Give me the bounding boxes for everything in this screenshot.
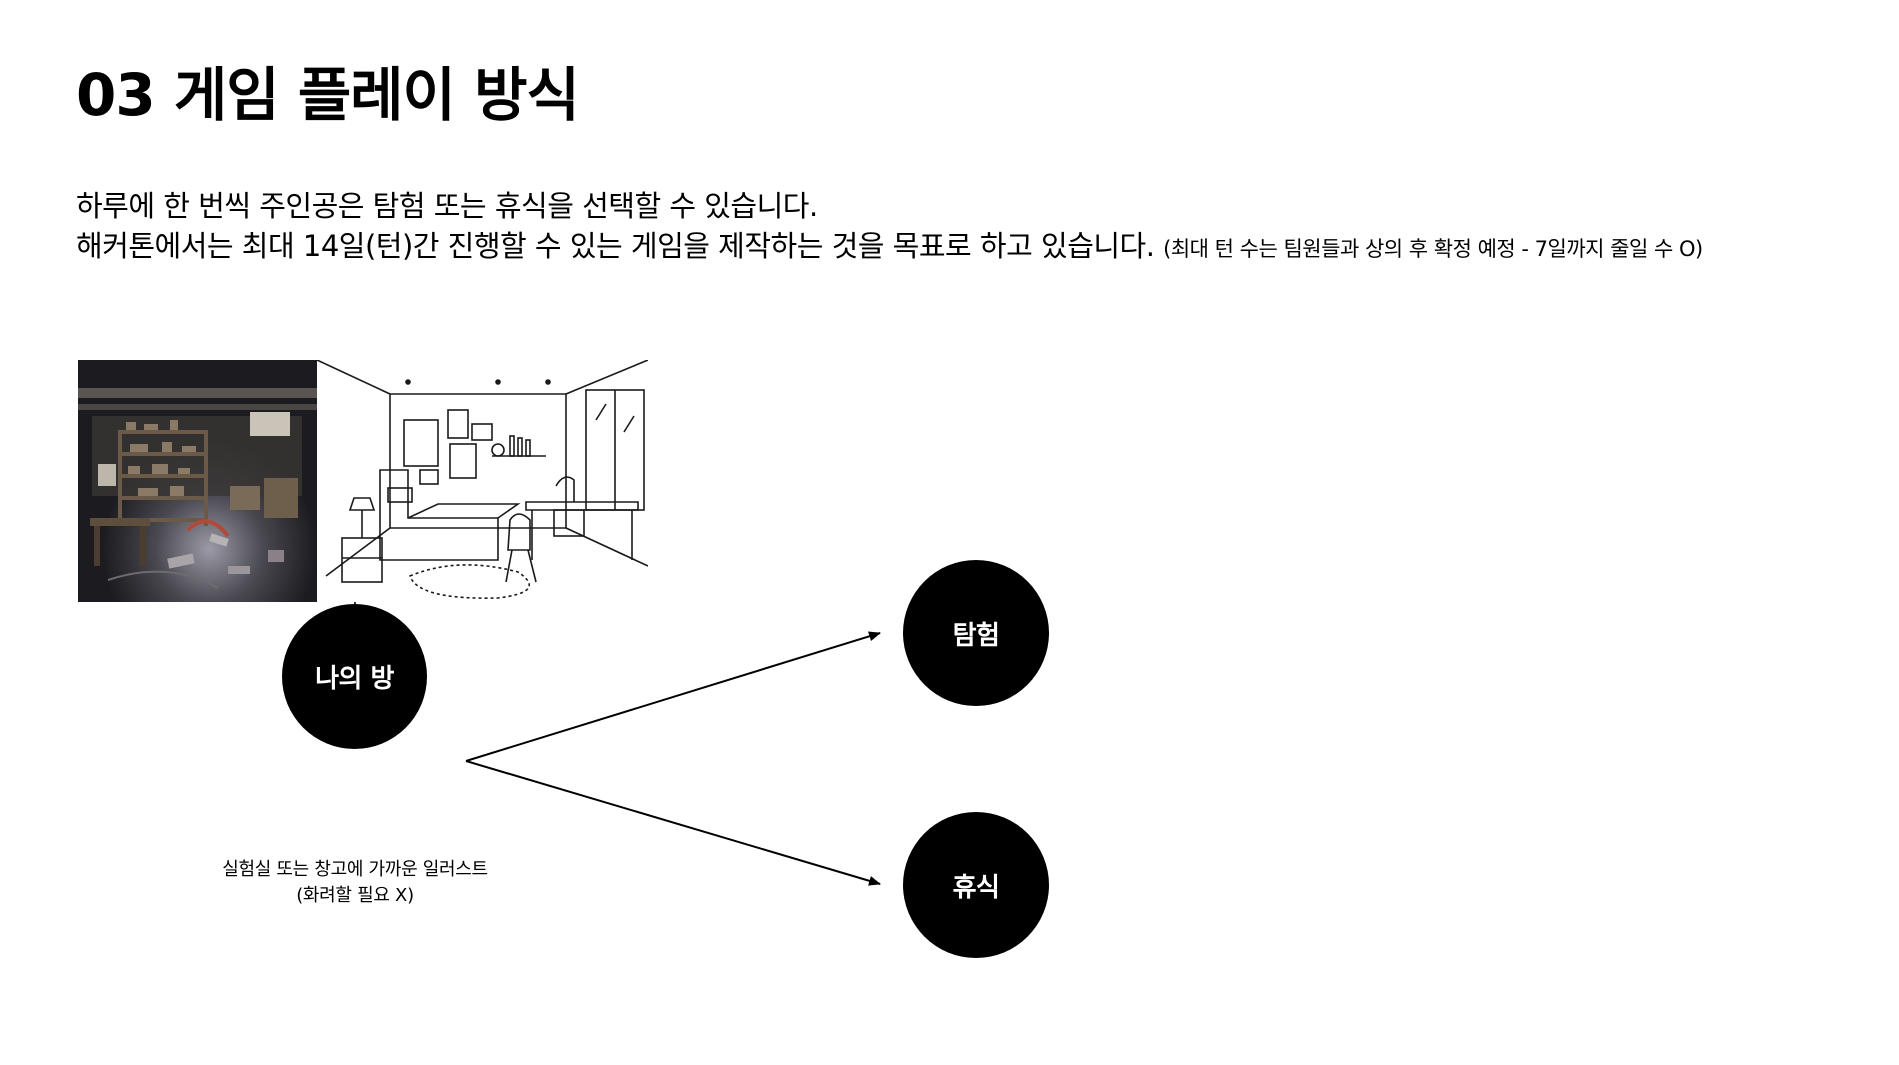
node-rest: 휴식 xyxy=(903,812,1049,958)
node-explore-label: 탐험 xyxy=(952,620,1000,651)
node-explore: 탐험 xyxy=(903,560,1049,706)
bedroom-image xyxy=(316,359,649,602)
arrow-to-rest xyxy=(465,760,881,886)
storage-room-image xyxy=(78,360,317,602)
room-caption-line-1: 실험실 또는 창고에 가까운 일러스트 xyxy=(222,859,488,880)
reference-illustrations xyxy=(78,359,649,602)
description-line-1: 하루에 한 번씩 주인공은 탐험 또는 휴식을 선택할 수 있습니다. xyxy=(76,189,818,223)
arrow-to-explore xyxy=(465,631,881,762)
reference-illustrations-svg xyxy=(78,359,649,602)
node-rest-label: 휴식 xyxy=(952,872,1000,903)
description-line-2: 해커톤에서는 최대 14일(턴)간 진행할 수 있는 게임을 제작하는 것을 목… xyxy=(76,226,1703,269)
room-caption-line-2: (화려할 필요 X) xyxy=(296,885,414,906)
slide-description: 하루에 한 번씩 주인공은 탐험 또는 휴식을 선택할 수 있습니다. 해커톤에… xyxy=(76,186,1703,269)
slide-title: 03 게임 플레이 방식 xyxy=(76,61,580,129)
description-line-2-main: 해커톤에서는 최대 14일(턴)간 진행할 수 있는 게임을 제작하는 것을 목… xyxy=(76,229,1164,263)
description-line-2-note: (최대 턴 수는 팀원들과 상의 후 확정 예정 - 7일까지 줄일 수 O) xyxy=(1163,237,1703,261)
node-my-room-label: 나의 방 xyxy=(315,664,394,694)
room-caption: 실험실 또는 창고에 가까운 일러스트 (화려할 필요 X) xyxy=(175,857,535,909)
node-my-room: 나의 방 xyxy=(282,604,427,749)
